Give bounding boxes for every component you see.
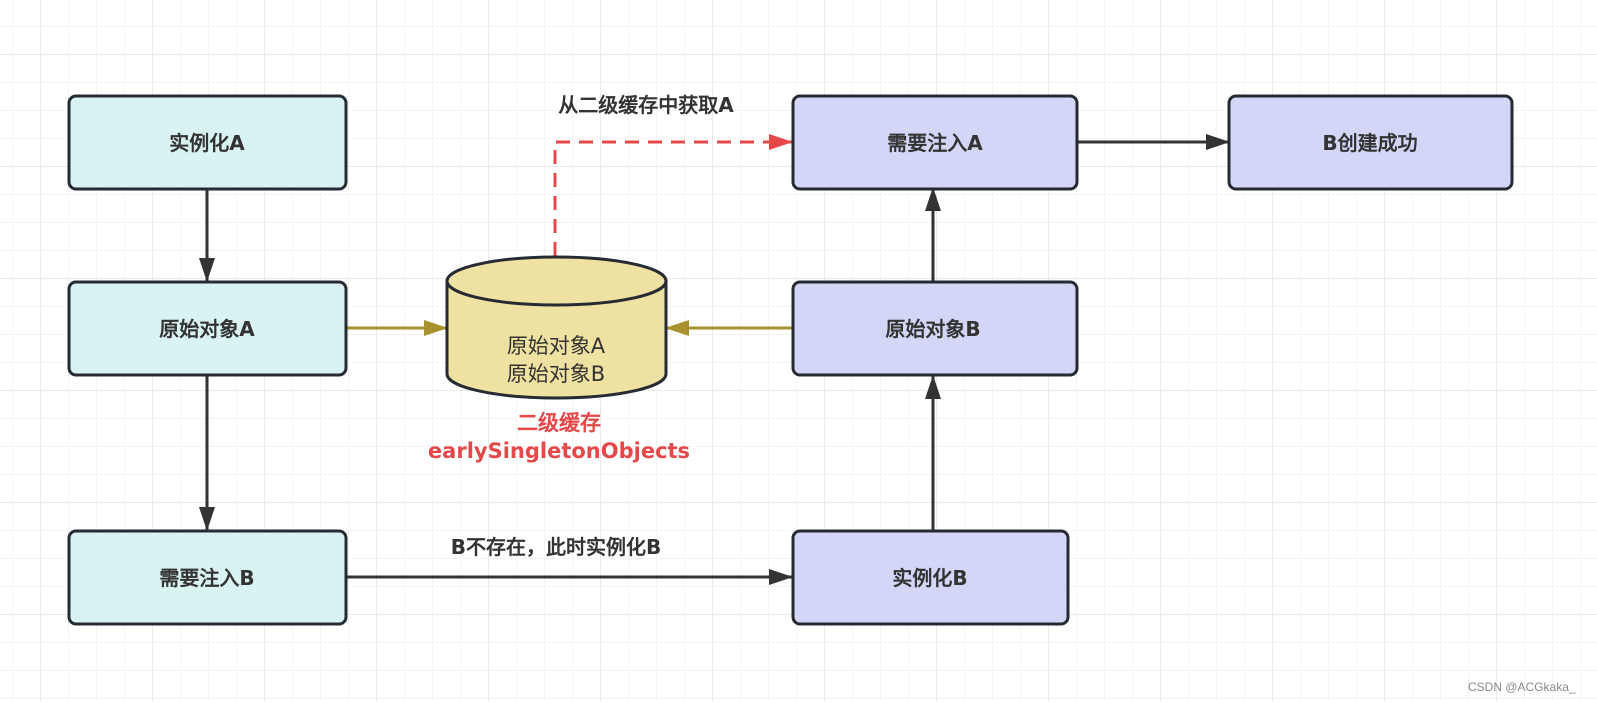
node-need-inject-b[interactable]: 需要注入B xyxy=(67,529,348,626)
node-instantiate-a[interactable]: 实例化A xyxy=(67,94,348,191)
node-raw-object-b[interactable]: 原始对象B xyxy=(791,280,1079,377)
watermark: CSDN @ACGkaka_ xyxy=(1468,680,1576,694)
cache-name: earlySingletonObjects xyxy=(428,439,690,463)
cache-entry-1: 原始对象A xyxy=(507,334,606,358)
cylinder-body xyxy=(445,279,668,400)
edge-label-b-not-exist: B不存在，此时实例化B xyxy=(451,535,662,559)
node-label: 需要注入B xyxy=(159,566,254,590)
node-label: 需要注入A xyxy=(887,131,983,155)
edge-label-get-from-cache: 从二级缓存中获取A xyxy=(558,93,734,117)
node-label: 原始对象B xyxy=(885,317,980,341)
node-b-created[interactable]: B创建成功 xyxy=(1227,94,1514,191)
node-label: 实例化A xyxy=(169,131,245,155)
cache-title: 二级缓存 xyxy=(517,411,601,435)
node-instantiate-b[interactable]: 实例化B xyxy=(791,529,1070,626)
node-label: 实例化B xyxy=(892,566,967,590)
node-need-inject-a[interactable]: 需要注入A xyxy=(791,94,1079,191)
cache-entry-2: 原始对象B xyxy=(507,362,605,386)
cache-cylinder[interactable]: 原始对象A 原始对象B xyxy=(445,255,668,400)
node-raw-object-a[interactable]: 原始对象A xyxy=(67,280,348,377)
node-label: B创建成功 xyxy=(1322,131,1417,155)
node-label: 原始对象A xyxy=(159,317,255,341)
cylinder-top xyxy=(445,255,668,307)
